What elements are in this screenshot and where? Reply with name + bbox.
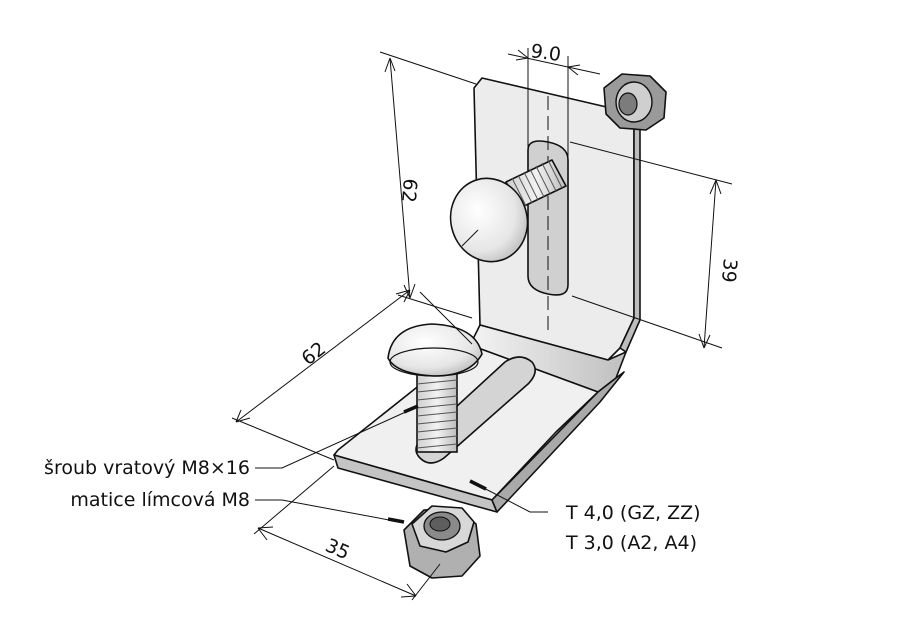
thickness-label-2: T 3,0 (A2, A4) [565, 532, 697, 554]
dim-slot-length: 39 [569, 141, 741, 349]
dim-horizontal-length-text: 62 [298, 338, 331, 370]
bolt-label: šroub vratový M8×16 [44, 457, 250, 479]
horizontal-plate-side [491, 371, 625, 513]
leader-lines [255, 404, 548, 524]
angle-bracket [333, 77, 641, 513]
dim-vertical-height-text: 62 [397, 178, 421, 204]
thickness-label-1: T 4,0 (GZ, ZZ) [565, 502, 701, 524]
dim-slot-width-text: 9.0 [529, 40, 562, 66]
upper-carriage-bolt [449, 159, 567, 263]
dim-vertical-height: 62 [379, 51, 477, 319]
rear-flange-nut [603, 73, 667, 131]
dim-width-text: 35 [322, 534, 353, 564]
dim-slot-width: 9.0 [507, 40, 601, 160]
lower-carriage-bolt [387, 323, 483, 453]
dim-slot-length-text: 39 [717, 258, 741, 284]
nut-label: matice límcová M8 [70, 489, 250, 511]
lower-flange-nut [403, 505, 481, 579]
